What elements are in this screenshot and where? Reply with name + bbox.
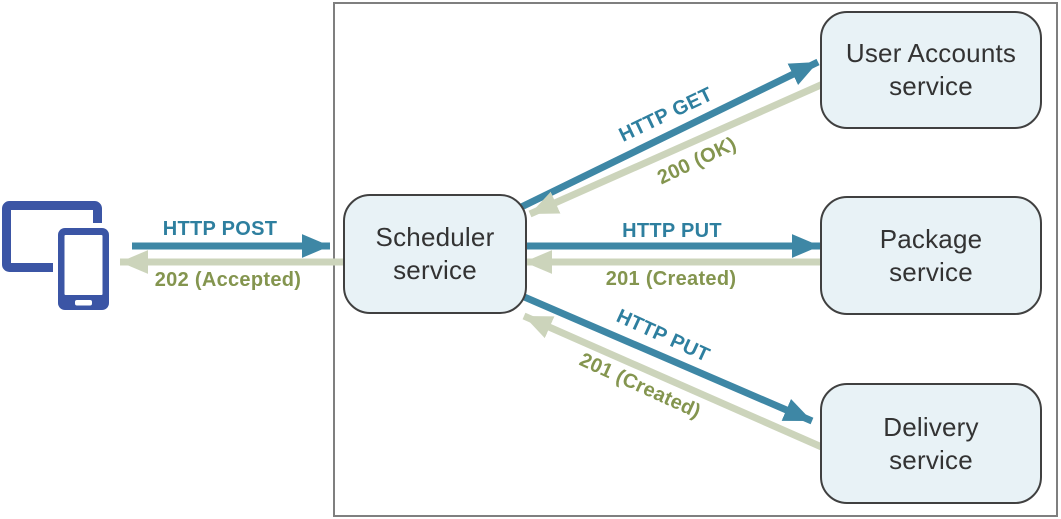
http-get-arrow — [503, 58, 820, 219]
edge-label-http-post: HTTP POST — [162, 218, 278, 240]
node-label-line: Package — [879, 223, 983, 254]
node-user-accounts-service: User Accounts service — [820, 11, 1042, 129]
node-label-line: User Accounts — [845, 38, 1017, 68]
phone-home-button — [75, 300, 92, 306]
node-package-service: Package service — [820, 196, 1042, 315]
node-label-line: service — [889, 444, 973, 475]
phone-screen — [64, 235, 103, 295]
edge-label-202-accepted: 202 (Accepted) — [154, 269, 302, 291]
edge-label-http-put-package: HTTP PUT — [622, 220, 722, 242]
node-label-line: Scheduler — [375, 222, 495, 252]
edge-label-201-created-package: 201 (Created) — [605, 268, 737, 290]
response-201-delivery-arrow — [522, 312, 835, 456]
client-devices-icon — [2, 201, 114, 315]
node-label-line: Delivery — [883, 411, 979, 442]
http-put-delivery-arrow — [506, 286, 814, 425]
node-label-line: service — [889, 256, 973, 287]
node-delivery-service: Delivery service — [820, 383, 1042, 504]
response-200-arrow — [528, 76, 834, 218]
node-scheduler-service: Scheduler service — [343, 194, 527, 314]
node-label-line: service — [889, 71, 973, 101]
node-label-line: service — [393, 255, 477, 285]
